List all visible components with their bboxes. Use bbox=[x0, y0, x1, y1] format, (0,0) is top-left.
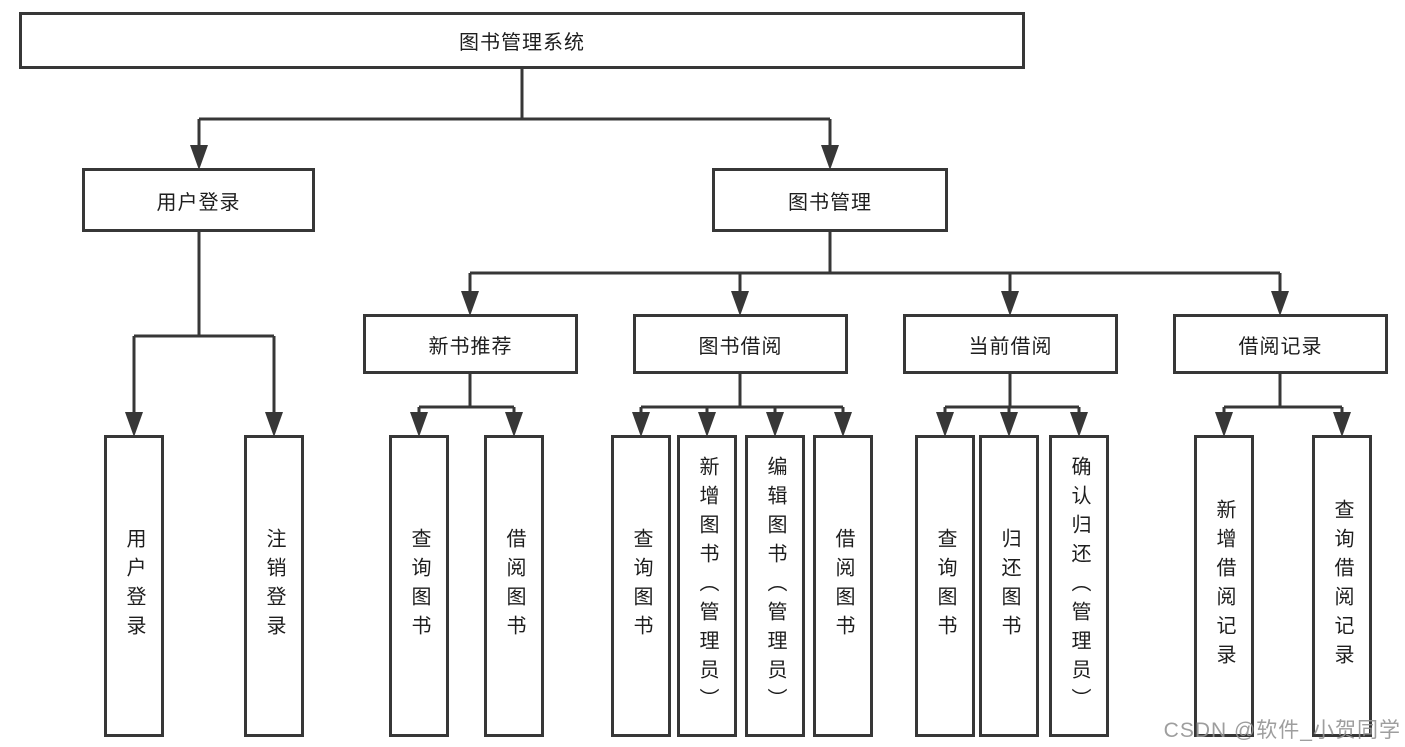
connector-borrow-records-to-leaves bbox=[1222, 374, 1344, 413]
node-user-login: 用户登录 bbox=[82, 168, 315, 232]
connector-current-borrow-to-leaves bbox=[943, 374, 1081, 413]
node-borrow-records: 借阅记录 bbox=[1173, 314, 1388, 374]
leaf-current-confirm-return-admin: 确认归还（管理员） bbox=[1049, 435, 1109, 737]
leaf-newrec-query-books: 查询图书 bbox=[389, 435, 449, 737]
arrow-down-icon bbox=[410, 412, 428, 437]
arrow-down-icon bbox=[1001, 291, 1019, 316]
leaf-borrow-query-books: 查询图书 bbox=[611, 435, 671, 737]
arrow-down-icon bbox=[766, 412, 784, 437]
csdn-watermark: CSDN @软件_小贺同学 bbox=[1163, 719, 1401, 742]
leaf-current-query-books: 查询图书 bbox=[915, 435, 975, 737]
arrow-down-icon bbox=[834, 412, 852, 437]
leaf-user-login: 用户登录 bbox=[104, 435, 164, 737]
arrow-down-icon bbox=[1070, 412, 1088, 437]
node-current-borrow: 当前借阅 bbox=[903, 314, 1118, 374]
arrow-down-icon bbox=[698, 412, 716, 437]
connector-user-login-to-leaves bbox=[132, 232, 276, 413]
arrow-down-icon bbox=[731, 291, 749, 316]
arrow-down-icon bbox=[190, 145, 208, 170]
node-new-book-recommend: 新书推荐 bbox=[363, 314, 578, 374]
leaf-newrec-borrow-books: 借阅图书 bbox=[484, 435, 544, 737]
connector-book-mgmt-to-level3 bbox=[468, 232, 1282, 292]
leaf-borrow-add-books-admin: 新增图书（管理员） bbox=[677, 435, 737, 737]
arrow-down-icon bbox=[1333, 412, 1351, 437]
arrow-down-icon bbox=[461, 291, 479, 316]
connector-root-to-level2 bbox=[197, 69, 832, 146]
leaf-current-return-books: 归还图书 bbox=[979, 435, 1039, 737]
arrow-down-icon bbox=[1271, 291, 1289, 316]
node-book-management: 图书管理 bbox=[712, 168, 948, 232]
arrow-down-icon bbox=[125, 412, 143, 437]
leaf-logout: 注销登录 bbox=[244, 435, 304, 737]
connector-new-rec-to-leaves bbox=[417, 374, 516, 413]
arrow-down-icon bbox=[821, 145, 839, 170]
arrow-down-icon bbox=[1215, 412, 1233, 437]
leaf-records-add-record: 新增借阅记录 bbox=[1194, 435, 1254, 737]
leaf-borrow-edit-books-admin: 编辑图书（管理员） bbox=[745, 435, 805, 737]
arrow-down-icon bbox=[1000, 412, 1018, 437]
node-book-borrow: 图书借阅 bbox=[633, 314, 848, 374]
leaf-borrow-borrow-books: 借阅图书 bbox=[813, 435, 873, 737]
arrow-down-icon bbox=[505, 412, 523, 437]
arrowheads bbox=[125, 145, 1351, 437]
arrow-down-icon bbox=[936, 412, 954, 437]
node-root-system: 图书管理系统 bbox=[19, 12, 1025, 69]
leaf-records-query-record: 查询借阅记录 bbox=[1312, 435, 1372, 737]
arrow-down-icon bbox=[265, 412, 283, 437]
connector-book-borrow-to-leaves bbox=[639, 374, 845, 413]
arrow-down-icon bbox=[632, 412, 650, 437]
